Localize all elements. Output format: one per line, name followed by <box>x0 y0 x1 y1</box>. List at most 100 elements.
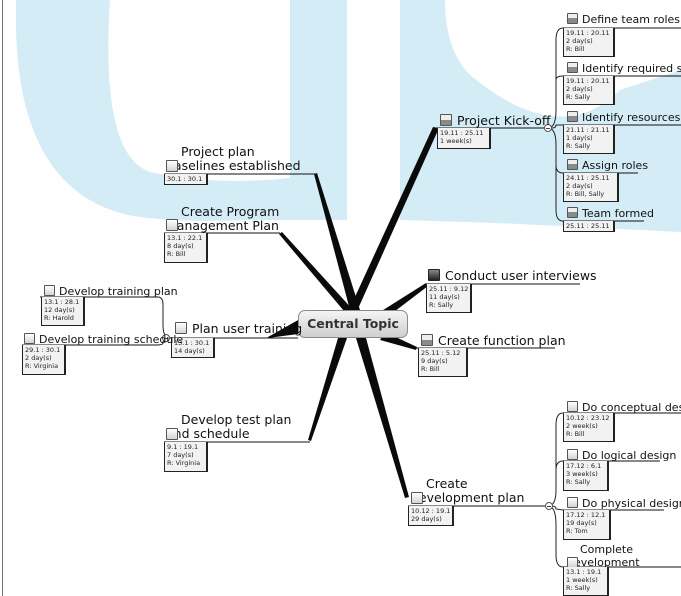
info-dates: 17.12 : 6.1 <box>566 462 602 470</box>
collapse-training-icon[interactable] <box>162 334 170 342</box>
info-dates: 13.1 : 30.1 <box>174 339 210 347</box>
node-do-conceptual-design[interactable]: Do conceptual design <box>567 401 681 414</box>
node-label: Do physical design <box>582 497 681 510</box>
info-duration: 2 day(s) <box>566 182 593 190</box>
checkbox-partial-icon[interactable] <box>567 159 578 170</box>
info-resource: R: Bill <box>566 430 585 438</box>
info-dates: 21.11 : 21.11 <box>566 126 610 134</box>
checkbox-partial-icon[interactable] <box>567 62 578 73</box>
central-topic[interactable]: Central Topic <box>298 310 408 338</box>
checkbox-partial-icon[interactable] <box>567 111 578 122</box>
node-assign-roles[interactable]: Assign roles <box>567 159 648 172</box>
info-dates: 10.12 : 19.1 <box>411 507 451 515</box>
info-dates: 9.1 : 19.1 <box>167 443 199 451</box>
info-resource: R: Sally <box>566 478 591 486</box>
info-duration: 12 day(s) <box>44 306 75 314</box>
info-team-formed: 25.11 : 25.11 <box>563 221 615 232</box>
checkbox-done-icon[interactable] <box>428 269 440 281</box>
node-project-kickoff[interactable]: Project Kick-off <box>440 114 551 128</box>
checkbox-partial-icon[interactable] <box>567 207 578 218</box>
info-resource: R: Virginia <box>25 362 59 370</box>
node-label: Project Kick-off <box>457 113 551 128</box>
info-duration: 2 day(s) <box>25 354 52 362</box>
node-label: Identify resources <box>582 111 681 124</box>
info-conduct-user-interviews: 25.11 : 9.12 11 day(s) R: Sally <box>426 284 472 313</box>
node-develop-test-plan[interactable]: Develop test plan and schedule <box>166 413 311 441</box>
node-team-formed[interactable]: Team formed <box>567 207 654 220</box>
node-label: Create development plan <box>411 476 525 505</box>
branch-project-kickoff <box>349 127 439 311</box>
info-resource: R: Tom <box>566 527 588 535</box>
info-identify-required-skills: 19.11 : 20.11 2 day(s) R: Sally <box>563 76 615 105</box>
info-dates: 10.12 : 23.12 <box>566 414 610 422</box>
node-label: Create function plan <box>438 333 566 348</box>
info-dates: 25.11 : 25.11 <box>566 222 610 230</box>
node-conduct-user-interviews[interactable]: Conduct user interviews <box>428 269 597 283</box>
checkbox-empty-icon[interactable] <box>166 428 178 440</box>
main-branches <box>268 127 439 498</box>
node-label: Define team roles <box>582 13 681 26</box>
checkbox-empty-icon[interactable] <box>44 285 55 296</box>
branch-program-mgmt <box>279 232 354 311</box>
node-label: Conduct user interviews <box>445 268 597 283</box>
info-duration: 9 day(s) <box>421 357 448 365</box>
node-identify-resources[interactable]: Identify resources <box>567 111 680 124</box>
collapse-development-icon[interactable] <box>545 502 553 510</box>
node-identify-required-skills[interactable]: Identify required skills <box>567 62 681 75</box>
node-project-plan-baselines[interactable]: Project plan baselines established <box>166 145 316 173</box>
checkbox-empty-icon[interactable] <box>175 322 187 334</box>
checkbox-empty-icon[interactable] <box>24 333 35 344</box>
checkbox-empty-icon[interactable] <box>567 401 578 412</box>
collapse-kickoff-icon[interactable] <box>544 124 552 132</box>
info-duration: 14 day(s) <box>174 347 205 355</box>
checkbox-empty-icon[interactable] <box>567 497 578 508</box>
node-plan-user-training[interactable]: Plan user training <box>175 322 302 336</box>
checkbox-partial-icon[interactable] <box>567 13 578 24</box>
info-do-logical-design: 17.12 : 6.1 3 week(s) R: Sally <box>563 461 609 491</box>
node-develop-training-plan[interactable]: Develop training plan <box>44 285 178 298</box>
info-duration: 1 week(s) <box>566 576 598 584</box>
node-label: Identify required skills <box>582 62 681 75</box>
node-create-function-plan[interactable]: Create function plan <box>421 334 566 348</box>
node-label: Complete development schedule <box>567 543 640 569</box>
node-complete-development-schedule[interactable]: Complete development schedule <box>567 543 681 569</box>
info-duration: 3 week(s) <box>566 470 598 478</box>
info-resource: R: Bill <box>167 250 186 258</box>
info-project-plan-baselines: 30.1 : 30.1 <box>164 174 208 185</box>
node-label: Do conceptual design <box>582 401 681 414</box>
node-label: Create Program Management Plan <box>166 204 280 233</box>
info-dates: 17.12 : 12.1 <box>566 511 606 519</box>
checkbox-empty-icon[interactable] <box>567 449 578 460</box>
node-define-team-roles[interactable]: Define team roles <box>567 13 680 26</box>
node-create-program-mgmt-plan[interactable]: Create Program Management Plan <box>166 205 296 233</box>
info-duration: 29 day(s) <box>411 515 442 523</box>
node-label: Plan user training <box>192 321 303 336</box>
info-duration: 2 day(s) <box>566 85 593 93</box>
checkbox-empty-icon[interactable] <box>166 160 178 172</box>
node-do-physical-design[interactable]: Do physical design <box>567 497 681 510</box>
info-resource: R: Virginia <box>167 459 201 467</box>
info-identify-resources: 21.11 : 21.11 1 day(s) R: Sally <box>563 125 615 154</box>
checkbox-partial-icon[interactable] <box>440 114 452 126</box>
info-duration: 1 week(s) <box>440 137 472 145</box>
node-create-development-plan[interactable]: Create development plan <box>411 477 546 505</box>
info-duration: 7 day(s) <box>167 451 194 459</box>
info-resource: R: Sally <box>566 93 591 101</box>
checkbox-partial-icon[interactable] <box>421 334 433 346</box>
checkbox-empty-icon[interactable] <box>166 219 178 231</box>
info-dates: 29.1 : 30.1 <box>25 346 61 354</box>
node-develop-training-schedule[interactable]: Develop training schedule <box>24 333 183 346</box>
info-dates: 13.1 : 22.1 <box>167 234 203 242</box>
info-create-function-plan: 25.11 : 5.12 9 day(s) R: Bill <box>418 348 468 377</box>
checkbox-empty-icon[interactable] <box>411 492 423 504</box>
info-dates: 25.11 : 5.12 <box>421 349 461 357</box>
branch-user-interviews <box>380 283 428 318</box>
info-project-kickoff: 19.11 : 25.11 1 week(s) <box>437 128 491 149</box>
branch-user-training <box>268 319 300 338</box>
info-create-development-plan: 10.12 : 19.1 29 day(s) <box>408 506 454 526</box>
info-resource: R: Harold <box>44 314 74 322</box>
node-do-logical-design[interactable]: Do logical design <box>567 449 676 462</box>
info-duration: 2 week(s) <box>566 422 598 430</box>
info-create-program-mgmt-plan: 13.1 : 22.1 8 day(s) R: Bill <box>164 233 208 263</box>
